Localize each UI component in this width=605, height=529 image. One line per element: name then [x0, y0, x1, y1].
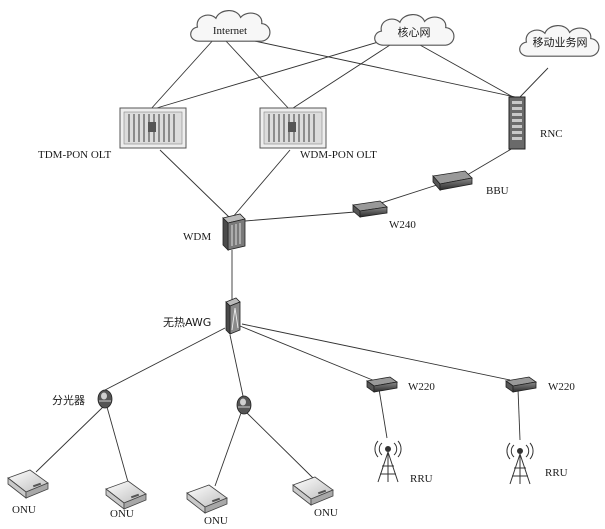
splitter-icon	[236, 395, 252, 415]
wdm-olt-label: WDM-PON OLT	[300, 149, 377, 161]
tdm-pon-olt: TDM-PON OLT	[38, 107, 187, 161]
link-core-tdm	[149, 39, 386, 111]
onu-2: ONU	[105, 480, 147, 520]
splitter-1: 分光器	[52, 389, 113, 409]
router-icon	[365, 376, 399, 393]
onu-device-icon	[105, 480, 147, 510]
link-bbu-w240	[377, 183, 441, 205]
rru-a-label: RRU	[410, 473, 433, 485]
router-icon	[432, 170, 473, 192]
link-tdm-wdm	[159, 149, 231, 219]
link-mobile-rnc	[519, 67, 549, 98]
link-split1-onu1	[35, 406, 104, 473]
wdm-pon-olt: WDM-PON OLT	[259, 107, 377, 161]
wdm-device-icon	[222, 213, 246, 251]
onu-1-label: ONU	[12, 504, 36, 516]
w220-b-label: W220	[548, 381, 575, 393]
onu-4-label: ONU	[314, 507, 338, 519]
link-wdmolt-wdm	[231, 149, 291, 219]
server-rack-icon	[508, 96, 526, 150]
link-awg-w220a	[239, 325, 376, 382]
rnc-node: RNC	[508, 96, 563, 150]
link-split2-onu4	[246, 412, 314, 479]
onu-3: ONU	[186, 484, 228, 527]
link-w220b-rru	[517, 388, 521, 441]
bbu-label: BBU	[486, 185, 509, 197]
link-rnc-bbu	[461, 147, 514, 179]
splitter-label: 分光器	[52, 393, 85, 407]
tdm-olt-label: TDM-PON OLT	[38, 149, 112, 161]
link-core-wdm-olt	[289, 44, 391, 111]
links	[35, 37, 549, 487]
link-core-rnc	[419, 44, 514, 98]
link-w240-wdm	[244, 211, 356, 222]
olt-chassis-icon	[259, 107, 327, 149]
router-icon	[352, 200, 388, 218]
internet-cloud: Internet	[190, 9, 271, 42]
link-awg-splitter1	[104, 327, 226, 391]
router-icon	[504, 376, 538, 393]
onu-device-icon	[292, 476, 334, 506]
onu-2-label: ONU	[110, 508, 134, 520]
link-awg-splitter2	[229, 334, 244, 397]
link-split2-onu3	[214, 412, 242, 487]
link-internet-rnc	[249, 39, 516, 98]
link-split1-onu2	[106, 406, 129, 483]
w240-label: W240	[389, 219, 416, 231]
rnc-label: RNC	[540, 128, 563, 140]
core-network-cloud: 核心网	[374, 14, 455, 46]
olt-chassis-icon	[119, 107, 187, 149]
w220-node-b: W220	[504, 376, 575, 393]
awg-device-icon	[225, 297, 241, 335]
wdm-label: WDM	[183, 231, 211, 243]
rru-b-label: RRU	[545, 467, 568, 479]
link-internet-tdm	[149, 37, 216, 111]
rru-node-a: RRU	[374, 440, 433, 485]
onu-3-label: ONU	[204, 515, 228, 527]
internet-label: Internet	[213, 25, 247, 37]
w220-node-a: W220	[365, 376, 435, 393]
splitter-2	[236, 395, 252, 415]
core-network-label: 核心网	[398, 25, 431, 39]
splitter-icon	[97, 389, 113, 409]
wdm-node: WDM	[183, 213, 246, 251]
antenna-tower-icon	[506, 442, 534, 485]
awg-label: 无热AWG	[163, 316, 211, 329]
onu-device-icon	[7, 469, 49, 499]
bbu-node: BBU	[432, 170, 509, 197]
mobile-network-label: 移动业务网	[533, 36, 588, 49]
antenna-tower-icon	[374, 440, 402, 483]
w240-node: W240	[352, 200, 416, 231]
w220-a-label: W220	[408, 381, 435, 393]
onu-4: ONU	[292, 476, 338, 519]
rru-node-b: RRU	[506, 442, 568, 485]
link-w220a-rru	[378, 388, 388, 439]
awg-node: 无热AWG	[163, 297, 241, 335]
mobile-network-cloud: 移动业务网	[519, 24, 600, 57]
link-awg-w220b	[241, 323, 511, 381]
link-internet-wdm-olt	[224, 39, 291, 111]
onu-1: ONU	[7, 469, 49, 516]
onu-device-icon	[186, 484, 228, 514]
